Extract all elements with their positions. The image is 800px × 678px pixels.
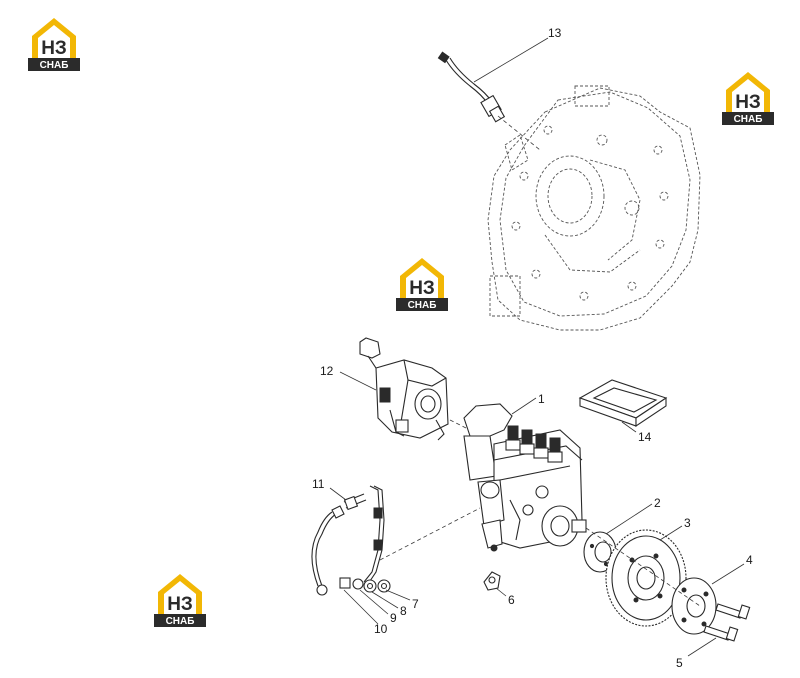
logo-top-right: НЗ СНАБ — [722, 72, 774, 125]
callout-6: 6 — [508, 593, 515, 607]
logo-center-mark: НЗ — [409, 278, 435, 299]
callout-9: 9 — [390, 611, 397, 625]
delivery-valves — [505, 425, 563, 463]
logo-top-left-word: СНАБ — [40, 60, 69, 71]
callout-13: 13 — [548, 26, 562, 40]
logo-center-word: СНАБ — [408, 300, 437, 311]
part-5-bolts — [703, 603, 751, 642]
logo-bottom-left-mark: НЗ — [167, 594, 193, 615]
logo-bottom-left-word: СНАБ — [166, 616, 195, 627]
callout-7: 7 — [412, 597, 419, 611]
assembly-guide-lines — [379, 115, 701, 607]
callout-5: 5 — [676, 656, 683, 670]
leader-lines — [329, 37, 745, 657]
logo-top-left: НЗ СНАБ — [28, 18, 80, 71]
logo-bottom-left: НЗ СНАБ — [154, 574, 206, 627]
callout-1: 1 — [538, 392, 545, 406]
callout-4: 4 — [746, 553, 753, 567]
callout-3: 3 — [684, 516, 691, 530]
part-11-fuel-lines — [311, 485, 385, 596]
part-6-banjo-fitting — [483, 571, 501, 591]
logo-top-right-mark: НЗ — [735, 92, 761, 113]
callout-14: 14 — [638, 430, 652, 444]
flywheel-housing — [487, 85, 701, 331]
callout-12: 12 — [320, 364, 334, 378]
logo-top-left-mark: НЗ — [41, 38, 67, 59]
part-1-injection-pump — [463, 403, 587, 552]
logo-center: НЗ СНАБ — [396, 258, 448, 311]
parts-7-10-fittings — [339, 577, 391, 593]
callout-10: 10 — [374, 622, 388, 636]
part-12-actuator — [359, 337, 449, 441]
callout-11: 11 — [312, 477, 325, 491]
callout-8: 8 — [400, 604, 407, 618]
callout-labels: 1 2 3 4 5 6 7 8 9 10 11 12 13 14 — [312, 26, 753, 670]
part-14-control-unit — [578, 379, 668, 428]
part-13-speed-sensor — [437, 51, 506, 123]
callout-2: 2 — [654, 496, 661, 510]
logo-top-right-word: СНАБ — [734, 114, 763, 125]
part-4-plate — [671, 577, 717, 635]
